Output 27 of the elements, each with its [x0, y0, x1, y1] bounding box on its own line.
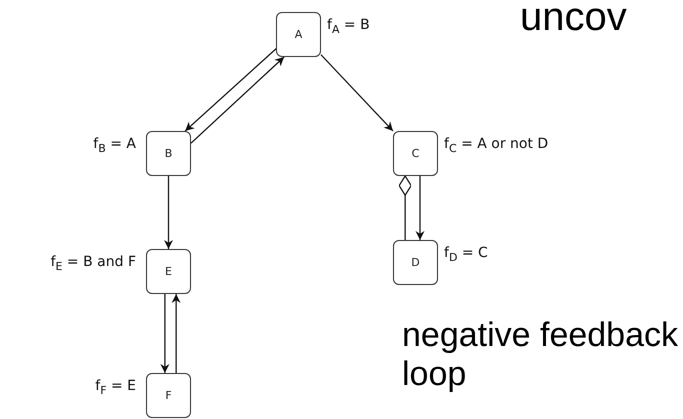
node-box	[146, 249, 191, 294]
arrow	[172, 294, 181, 373]
node-box	[393, 240, 438, 285]
annotation-text: negative feedback loop	[402, 316, 679, 394]
node-label: E	[165, 265, 172, 278]
node-label: B	[164, 147, 172, 160]
arrow	[320, 54, 394, 132]
arrow	[416, 176, 424, 240]
node-label: C	[412, 147, 420, 160]
node-box	[393, 131, 438, 176]
rule-formula: f$_{C}$ = A or not D	[444, 135, 548, 157]
node-box	[276, 12, 321, 57]
rule-formula: f$_{E}$ = B and F	[50, 253, 136, 275]
arrow	[164, 176, 173, 249]
node-label: F	[165, 389, 172, 402]
arrow	[160, 294, 170, 373]
rule-formula: f$_{A}$ = B	[327, 16, 370, 38]
node-box	[146, 131, 191, 176]
rule-formula: f$_{F}$ = E	[95, 377, 136, 399]
annotation-text: uncov	[520, 0, 628, 40]
arrow	[184, 48, 278, 132]
rule-formula: f$_{B}$ = A	[93, 135, 136, 157]
node-label: D	[411, 256, 420, 269]
node-box	[146, 373, 191, 418]
node-label: A	[294, 28, 302, 41]
rule-formula: f$_{D}$ = C	[444, 244, 488, 266]
arrow	[190, 56, 284, 144]
